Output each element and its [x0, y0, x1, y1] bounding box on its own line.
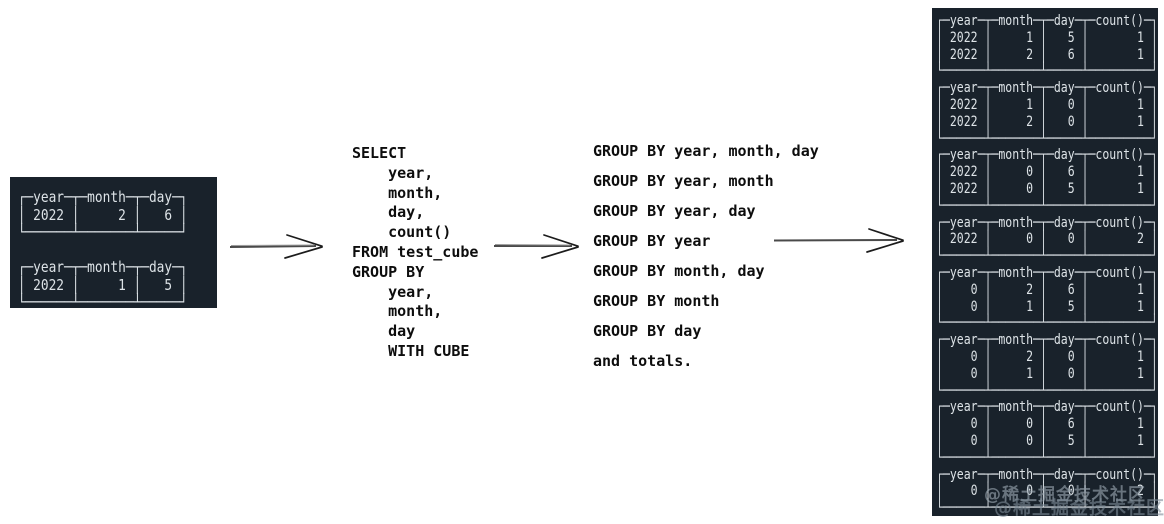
source-tables: ┌─year─┬─month─┬─day─┐ │ 2022 │ 2 │ 6 │ …: [17, 188, 188, 308]
result-tables: ┌─year─┬─month─┬─day─┬─count()─┐ │ 2022 …: [936, 13, 1158, 516]
right-arrow-icon: [773, 228, 904, 253]
sql-query-code: SELECT year, month, day, count() FROM te…: [352, 144, 479, 360]
result-panel: ┌─year─┬─month─┬─day─┬─count()─┐ │ 2022 …: [932, 8, 1158, 516]
source-data-panel: ┌─year─┬─month─┬─day─┐ │ 2022 │ 2 │ 6 │ …: [10, 177, 217, 308]
right-arrow-icon: [494, 234, 579, 259]
groupby-combinations: GROUP BY year, month, day GROUP BY year,…: [593, 142, 819, 370]
right-arrow-icon: [229, 234, 323, 259]
